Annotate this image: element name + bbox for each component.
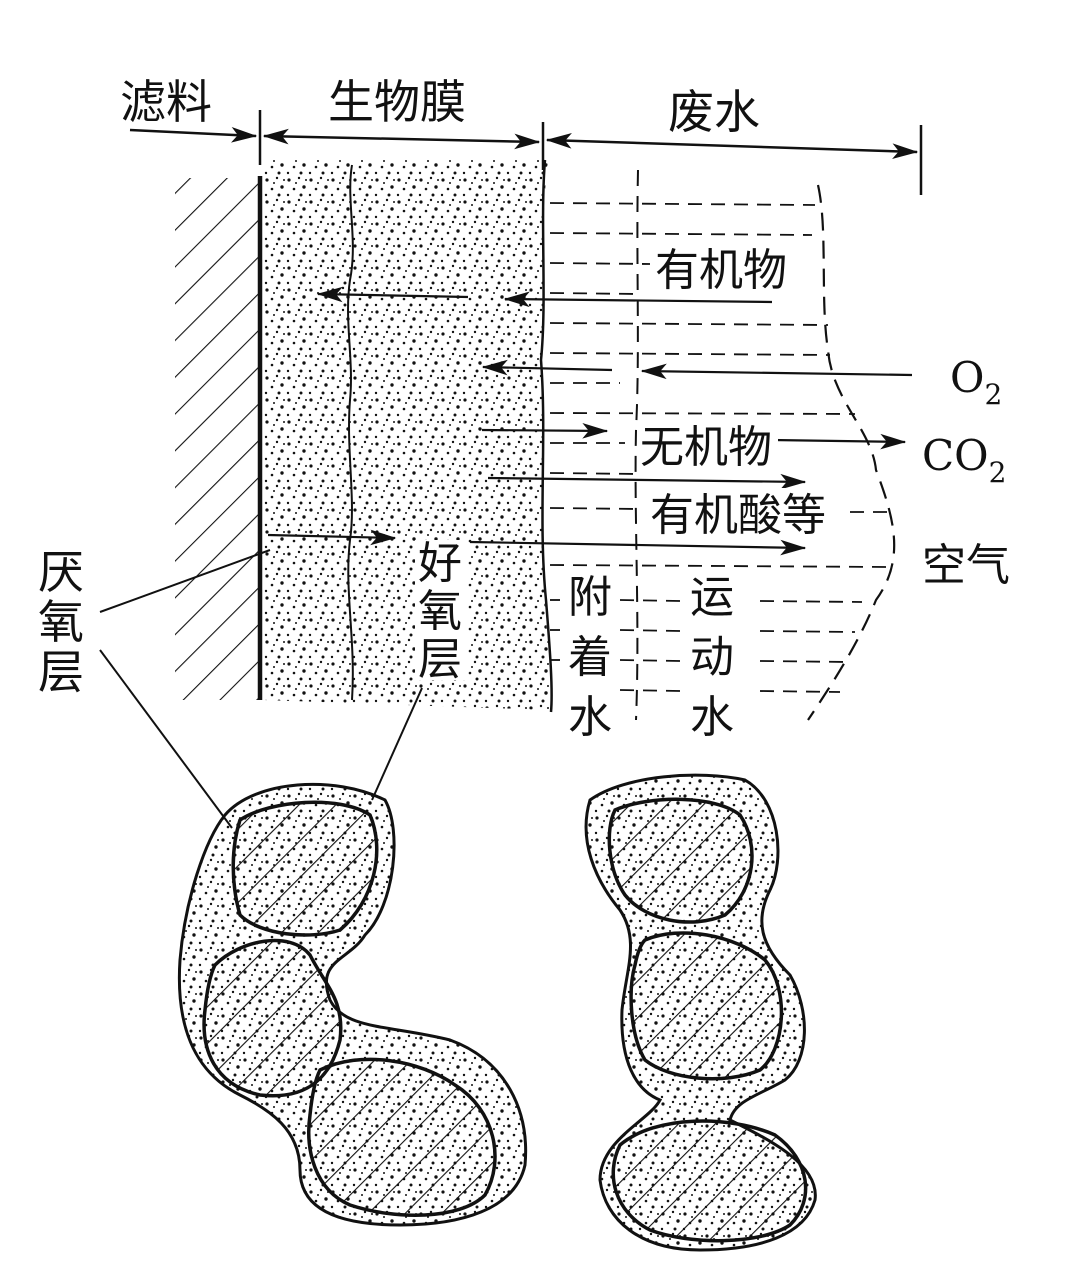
oxygen-arrow-from-air bbox=[640, 363, 913, 380]
svg-text:水: 水 bbox=[568, 692, 612, 743]
right-cluster-grain-2 bbox=[629, 931, 784, 1081]
anaerobic-output-arrow bbox=[267, 529, 397, 546]
organic-label-bg bbox=[652, 242, 810, 294]
filter-material-region bbox=[175, 176, 263, 700]
co2-label: CO2 bbox=[922, 431, 1006, 489]
aerobic-leader-to-granule bbox=[371, 687, 423, 801]
filter-material-label: 滤料 bbox=[120, 75, 212, 129]
svg-text:运: 运 bbox=[690, 572, 734, 623]
organic-arrow-into-biofilm bbox=[316, 286, 469, 303]
flow-labels: 有机物 O2 无机物 CO2 有机酸等 空气 bbox=[638, 242, 1010, 591]
biofilm-region bbox=[264, 159, 553, 713]
filter-hatching bbox=[175, 178, 262, 700]
svg-text:氧: 氧 bbox=[38, 595, 84, 649]
organic-arrow-from-water bbox=[503, 291, 773, 308]
attached-moving-water-boundary bbox=[634, 169, 639, 721]
inorganic-arrow-out-biofilm bbox=[481, 423, 609, 439]
organic-acids-label-bg bbox=[648, 488, 838, 538]
oxygen-label: O2 bbox=[950, 353, 1002, 411]
organic-acids-arrow bbox=[487, 473, 807, 490]
svg-text:层: 层 bbox=[38, 645, 84, 699]
biofilm-water-interface bbox=[539, 159, 553, 713]
svg-text:水: 水 bbox=[690, 692, 734, 743]
left-granule-cluster bbox=[177, 782, 528, 1227]
wastewater-dimension-arrow bbox=[545, 133, 919, 159]
leader-lines bbox=[99, 549, 423, 829]
svg-text:动: 动 bbox=[690, 632, 734, 683]
right-cluster-grain-3 bbox=[611, 1119, 808, 1243]
wastewater-label: 废水 bbox=[668, 85, 760, 139]
aerobic-layer-label: 好 氧 层 bbox=[415, 538, 467, 685]
anaerobic-leader-to-granule bbox=[99, 649, 233, 829]
left-cluster-grain-1 bbox=[231, 800, 379, 937]
biofilm-dimension-arrow bbox=[262, 128, 541, 150]
water-dashes bbox=[549, 202, 895, 693]
left-cluster-grain-3 bbox=[307, 1057, 497, 1217]
svg-text:厌: 厌 bbox=[38, 545, 84, 599]
water-air-interface bbox=[807, 184, 896, 721]
attached-water-label: 附 着 水 bbox=[568, 572, 612, 743]
dimension-bar: 滤料 生物膜 废水 bbox=[120, 75, 923, 195]
inorganic-matter-label: 无机物 bbox=[640, 422, 772, 473]
right-cluster-grain-1 bbox=[607, 797, 754, 924]
organic-matter-label: 有机物 bbox=[655, 245, 787, 296]
co2-arrow-to-air bbox=[771, 433, 907, 450]
filter-dimension-arrow bbox=[129, 127, 258, 143]
svg-text:层: 层 bbox=[418, 634, 462, 685]
biofilm-label: 生物膜 bbox=[328, 75, 466, 129]
organic-acids-label: 有机酸等 bbox=[650, 490, 826, 541]
oxygen-arrow-into-biofilm bbox=[481, 359, 613, 376]
moving-water-label: 运 动 水 bbox=[690, 572, 734, 743]
anaerobic-layer-label: 厌 氧 层 bbox=[38, 545, 84, 699]
anaerobic-leader-to-film bbox=[99, 549, 271, 613]
inorganic-label-bg bbox=[638, 420, 778, 470]
svg-text:氧: 氧 bbox=[418, 586, 462, 637]
svg-text:附: 附 bbox=[568, 572, 612, 623]
biofilm-stipple bbox=[264, 160, 551, 710]
flow-arrows bbox=[267, 286, 913, 556]
water-region bbox=[549, 169, 896, 721]
layer-labels: 厌 氧 层 好 氧 层 附 着 水 运 动 水 bbox=[38, 538, 734, 743]
svg-text:着: 着 bbox=[568, 632, 612, 683]
anaerobic-aerobic-boundary bbox=[347, 164, 354, 701]
anaerobic-output-arrow-water bbox=[469, 539, 807, 556]
right-granule-cluster bbox=[584, 773, 817, 1252]
svg-text:好: 好 bbox=[418, 538, 462, 589]
air-label: 空气 bbox=[922, 540, 1010, 591]
